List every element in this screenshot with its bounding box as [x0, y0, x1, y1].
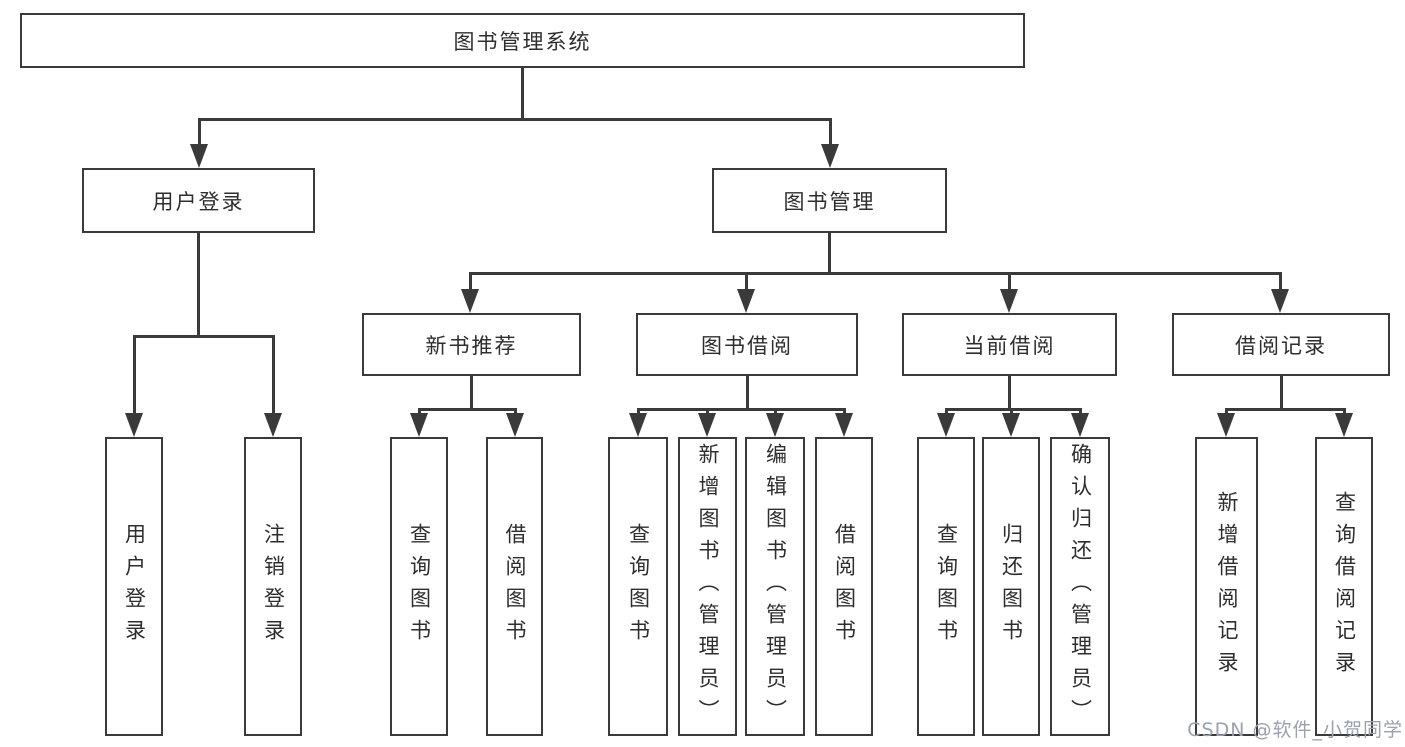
leaf-label: 新增借阅记录 [1215, 490, 1239, 683]
connector-line [418, 408, 421, 416]
leaf-label: 查询图书 [407, 522, 432, 651]
node-user-login: 用户登录 [82, 168, 315, 233]
connector-line [746, 376, 749, 410]
watermark-text: CSDN @软件_小贺同学 [1187, 719, 1403, 741]
arrow-down-icon [1000, 289, 1018, 313]
node-label: 图书管理 [783, 189, 876, 214]
arrow-down-icon [821, 144, 839, 168]
connector-line [1008, 272, 1011, 291]
arrow-down-icon [506, 413, 524, 437]
connector-line [272, 335, 275, 415]
node-library-system: 图书管理系统 [20, 13, 1025, 68]
connector-line [133, 335, 136, 415]
arrow-down-icon [264, 413, 282, 437]
arrow-down-icon [629, 413, 647, 437]
connector-line [521, 68, 524, 118]
node-label: 借阅记录 [1235, 333, 1327, 358]
connector-line [1225, 408, 1228, 416]
arrow-down-icon [835, 413, 853, 437]
connector-line [637, 408, 846, 411]
connector-line [197, 233, 200, 335]
leaf-query-borrow-record: 查询借阅记录 [1315, 437, 1373, 736]
leaf-add-book-admin: 新增图书（管理员） [678, 437, 737, 736]
leaf-query-books-current: 查询图书 [917, 437, 975, 736]
arrow-down-icon [1335, 413, 1353, 437]
connector-line [470, 376, 473, 410]
connector-line [1225, 408, 1346, 411]
connector-line [469, 272, 472, 291]
connector-line [1279, 272, 1282, 291]
arrow-down-icon [1002, 413, 1020, 437]
leaf-label: 归还图书 [999, 522, 1024, 651]
leaf-return-book: 归还图书 [982, 437, 1040, 736]
arrow-down-icon [766, 413, 784, 437]
connector-line [418, 408, 517, 411]
leaf-borrow-books: 借阅图书 [815, 437, 873, 736]
node-label: 图书借阅 [701, 333, 793, 358]
leaf-query-books-borrow: 查询图书 [608, 437, 668, 736]
connector-line [469, 272, 1282, 275]
node-current-borrow: 当前借阅 [902, 313, 1117, 376]
connector-line [637, 408, 640, 416]
arrow-down-icon [737, 289, 755, 313]
arrow-down-icon [1271, 289, 1289, 313]
node-book-management: 图书管理 [712, 168, 947, 233]
leaf-label: 查询图书 [934, 522, 959, 651]
leaf-label: 借阅图书 [832, 522, 857, 651]
node-label: 用户登录 [152, 189, 245, 214]
arrow-down-icon [937, 413, 955, 437]
connector-line [1008, 376, 1011, 410]
leaf-add-borrow-record: 新增借阅记录 [1195, 437, 1258, 736]
leaf-user-login: 用户登录 [105, 437, 163, 736]
leaf-label: 用户登录 [122, 522, 147, 651]
arrow-down-icon [698, 413, 716, 437]
connector-line [745, 272, 748, 291]
arrow-down-icon [1217, 413, 1235, 437]
arrow-down-icon [125, 413, 143, 437]
connector-line [1343, 408, 1346, 416]
connector-line [843, 408, 846, 416]
leaf-edit-book-admin: 编辑图书（管理员） [745, 437, 805, 736]
node-label: 图书管理系统 [453, 29, 592, 54]
node-label: 新书推荐 [425, 333, 518, 358]
leaf-confirm-return-admin: 确认归还（管理员） [1050, 437, 1110, 736]
leaf-logout: 注销登录 [244, 437, 302, 736]
leaf-label: 查询借阅记录 [1332, 490, 1357, 683]
node-label: 当前借阅 [963, 333, 1056, 358]
connector-line [774, 408, 777, 416]
connector-line [198, 118, 832, 121]
leaf-label: 借阅图书 [503, 522, 527, 651]
node-new-book-recommend: 新书推荐 [362, 313, 581, 376]
leaf-label: 查询图书 [626, 522, 651, 651]
connector-line [1280, 376, 1283, 410]
leaf-label: 新增图书（管理员） [696, 442, 720, 731]
arrow-down-icon [410, 413, 428, 437]
connector-line [198, 118, 201, 146]
connector-line [945, 408, 1082, 411]
connector-line [133, 335, 275, 338]
node-borrow-records: 借阅记录 [1172, 313, 1390, 376]
node-book-borrow: 图书借阅 [636, 313, 858, 376]
arrow-down-icon [1071, 413, 1089, 437]
arrow-down-icon [461, 289, 479, 313]
leaf-label: 编辑图书（管理员） [763, 442, 788, 731]
connector-line [706, 408, 709, 416]
connector-line [1079, 408, 1082, 416]
leaf-label: 注销登录 [261, 522, 286, 651]
arrow-down-icon [190, 144, 208, 168]
connector-line [1010, 408, 1013, 416]
leaf-borrow-books-recommend: 借阅图书 [486, 437, 543, 736]
leaf-label: 确认归还（管理员） [1068, 442, 1093, 731]
leaf-query-books-recommend: 查询图书 [390, 437, 448, 736]
connector-line [945, 408, 948, 416]
connector-line [829, 118, 832, 146]
connector-line [514, 408, 517, 416]
connector-line [828, 233, 831, 274]
